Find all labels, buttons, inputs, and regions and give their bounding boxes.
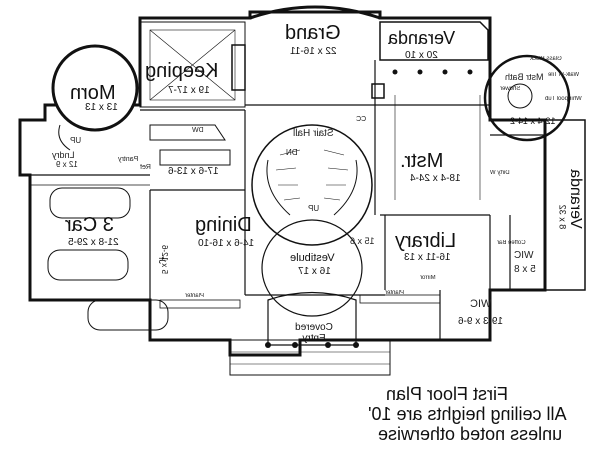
- entry-columns: [265, 342, 359, 348]
- room-wic-large-label: WIC: [470, 298, 492, 310]
- entry-steps: [229, 339, 391, 376]
- room-dining-label: Dining: [195, 214, 252, 236]
- room-laundry-label: Lndry: [52, 150, 75, 160]
- planter-right: [359, 294, 441, 304]
- room-library-dims: 16-11 x 13: [404, 252, 451, 263]
- room-veranda-top-label: Veranda: [388, 28, 456, 48]
- room-vestibule-dims: 16 x 17: [298, 266, 331, 277]
- label-ref: Ref: [140, 164, 151, 171]
- kitchen-counter: [159, 149, 231, 166]
- room-garage-label: 3 Car: [65, 214, 114, 236]
- room-mstr-bath-dims: 12-4 x 14-2: [510, 116, 556, 126]
- room-keeping-dims: 19 x 17-7: [168, 85, 210, 96]
- room-mstr-bath-label: Mstr Bath: [505, 72, 544, 82]
- bath-rotunda-wall: [483, 54, 571, 142]
- room-morn-dims: 13 x 13: [85, 102, 118, 113]
- label-planter-right: Planter: [385, 290, 405, 296]
- fireplace-master: [371, 83, 385, 99]
- keeping-ceiling-cross: [149, 29, 236, 101]
- morning-bay-wall: [51, 44, 139, 132]
- planter-left: [159, 299, 241, 309]
- label-up-left: UP: [70, 136, 82, 145]
- room-covered-entry-label: Covered Entry: [295, 322, 333, 344]
- label-dw: DW: [192, 127, 204, 134]
- label-open-kitchen: 17-6 x 13-6: [168, 166, 219, 177]
- room-wic-large-dims: 19-3 x 9-6: [458, 316, 504, 327]
- plan-caption-line2: All ceiling heights are 10': [368, 404, 567, 424]
- vestibule: [261, 219, 363, 317]
- veranda-columns: [392, 69, 473, 75]
- room-mstr-label: Mstr.: [400, 150, 444, 172]
- label-up: UP: [308, 204, 320, 213]
- stair-left: [266, 159, 291, 216]
- covered-entry: [267, 291, 357, 346]
- label-planter-left: Planter: [185, 293, 205, 299]
- grand-bay-wall: [249, 5, 381, 20]
- room-veranda-top-dims: 20 x 10: [405, 50, 438, 61]
- veranda-top: [379, 21, 489, 61]
- label-coffee-bar: Coffee Bar: [497, 240, 526, 246]
- room-keeping-label: Keeping: [145, 60, 219, 82]
- room-library-label: Library: [395, 230, 457, 252]
- room-veranda-right-dims: 8 x 32: [557, 204, 568, 230]
- label-dn: DN: [286, 148, 298, 157]
- room-dining-dims: 14-6 x 16-10: [198, 238, 255, 249]
- keeping-ceiling-inner: [149, 29, 236, 101]
- room-laundry-dims: 12 x 9: [56, 160, 78, 169]
- label-mirror: Mirror: [420, 275, 436, 281]
- morning-stair: [58, 124, 71, 151]
- room-wic-small-dims: 5 x 8: [514, 264, 536, 275]
- room-garage-dims: 21-8 x 29-5: [68, 237, 119, 248]
- label-pantry: Pantry: [118, 156, 139, 163]
- stair-hall: [251, 124, 373, 246]
- fireplace-grand: [231, 44, 246, 91]
- room-vestibule-label: Vestibule: [290, 252, 335, 264]
- label-stair-hall: Stair Hall: [293, 128, 334, 139]
- label-walk-in-tile: Walk-In Tile: [548, 72, 580, 78]
- car-3: [87, 299, 169, 331]
- label-dirty-w: Dirty W: [490, 170, 510, 176]
- label-glass-block: Glass Block: [530, 56, 562, 62]
- room-veranda-right-label: Veranda: [566, 169, 584, 229]
- room-mstr-dims: 18-4 x 24-4: [410, 173, 461, 184]
- veranda-right: [544, 119, 586, 291]
- label-bar-dims: 15 x 6: [350, 236, 375, 246]
- stair-right: [333, 159, 358, 216]
- label-shower: Shower: [500, 86, 521, 92]
- plan-caption-line3: unless noted otherwise: [378, 424, 563, 444]
- kitchen-island: [149, 124, 226, 141]
- car-2: [47, 249, 129, 281]
- room-grand-dims: 22 x 16-11: [290, 46, 337, 57]
- label-cc: CC: [356, 116, 367, 123]
- plan-caption-line1: First Floor Plan: [386, 384, 509, 404]
- room-wic-small-label: WIC: [514, 250, 534, 261]
- label-bath-tub: Whirlpool Tub: [545, 96, 582, 102]
- car-1: [49, 187, 131, 219]
- bath-tub: [507, 83, 533, 109]
- room-jr-dims: 5 x 12-6: [159, 245, 169, 274]
- room-grand-label: Grand: [285, 22, 341, 44]
